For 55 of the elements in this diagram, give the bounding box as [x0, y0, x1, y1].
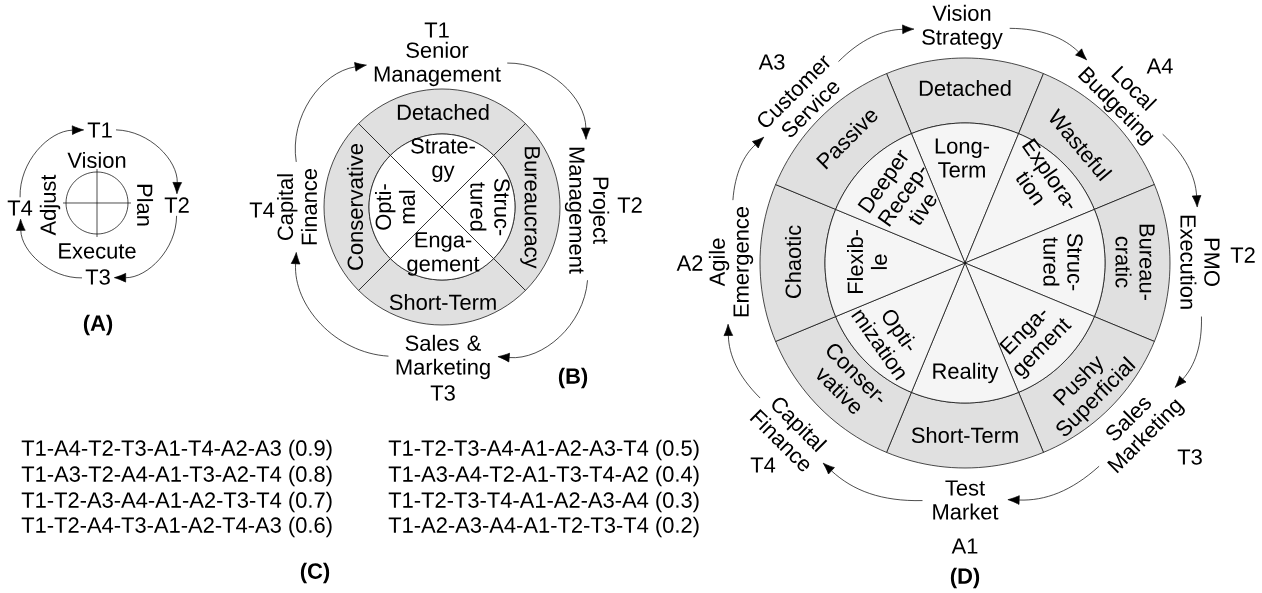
panel-label: (B) — [558, 367, 588, 389]
step-code: A1 — [951, 538, 978, 554]
sequence-text: T1-A3-A4-T2-A1-T3-T4-A2 (0.4) — [388, 465, 699, 487]
panel-label: (D) — [950, 567, 980, 589]
arrow — [723, 323, 761, 399]
ring-segment: Chaotic — [759, 184, 836, 342]
cycle-label: T2 — [164, 197, 189, 213]
cycle-label: Agile Emergence — [708, 206, 754, 317]
cycle-label: T4 — [7, 200, 33, 216]
arrow — [1162, 133, 1202, 208]
arrow — [732, 136, 765, 201]
cycle-label: Test Market — [933, 480, 999, 520]
ring-segment: Short-Term — [886, 391, 1044, 469]
arrow — [838, 24, 915, 62]
cycle-label: Capital Finance — [277, 169, 317, 245]
text-label: Execute — [59, 243, 136, 259]
sequence-text: T1-A3-T2-A4-A1-T3-A2-T4 (0.8) — [21, 465, 332, 487]
step-code: T2 — [1230, 247, 1255, 263]
arrow — [294, 62, 367, 163]
arrow — [1174, 316, 1202, 388]
arrow — [290, 252, 389, 357]
sequence-text: T1-T2-A4-T3-A1-A2-T4-A3 (0.6) — [21, 516, 332, 538]
arrow — [497, 279, 588, 363]
arrow — [16, 218, 83, 279]
text-label: Plan — [136, 184, 154, 226]
cycle-label: Vision Strategy — [922, 4, 1003, 50]
arrow — [19, 125, 84, 198]
sequence-text: T1-T2-T3-T4-A1-A2-A3-A4 (0.3) — [388, 491, 699, 513]
step-code: T1 — [424, 22, 449, 38]
arrow — [1007, 465, 1100, 505]
cycle-label: T1 — [87, 122, 112, 138]
cycle-label: Senior Management — [374, 41, 501, 87]
cycle-label: PMO Execution — [1180, 215, 1220, 309]
ring-segment: Detached — [886, 57, 1044, 134]
arrow — [1009, 28, 1087, 61]
text-label: Adjust — [39, 174, 61, 236]
text-label: Vision — [67, 151, 126, 169]
panel-label: (A) — [83, 314, 113, 336]
arrow — [114, 215, 177, 283]
cycle-label: Project Management — [564, 147, 610, 274]
arrow — [506, 62, 591, 140]
sequence-text: T1-A2-A3-A4-A1-T2-T3-T4 (0.2) — [388, 516, 699, 538]
step-code: T3 — [430, 385, 455, 401]
sequence-text: T1-T2-T3-A4-A1-A2-A3-T4 (0.5) — [388, 439, 699, 461]
cycle-label: T3 — [85, 269, 110, 285]
panel-label: (C) — [300, 562, 330, 584]
step-code: A2 — [676, 255, 703, 271]
step-code: T4 — [249, 202, 275, 218]
step-code: T2 — [617, 197, 642, 213]
arrow — [822, 462, 923, 501]
arrow — [115, 129, 182, 195]
ring-segment: Bureau- cratic — [1094, 184, 1171, 342]
sequence-text: T1-T2-A3-A4-A1-A2-T3-T4 (0.7) — [21, 491, 332, 513]
cycle-label: Sales & Marketing — [396, 334, 490, 380]
sequence-text: T1-A4-T2-T3-A1-T4-A2-A3 (0.9) — [21, 439, 332, 461]
